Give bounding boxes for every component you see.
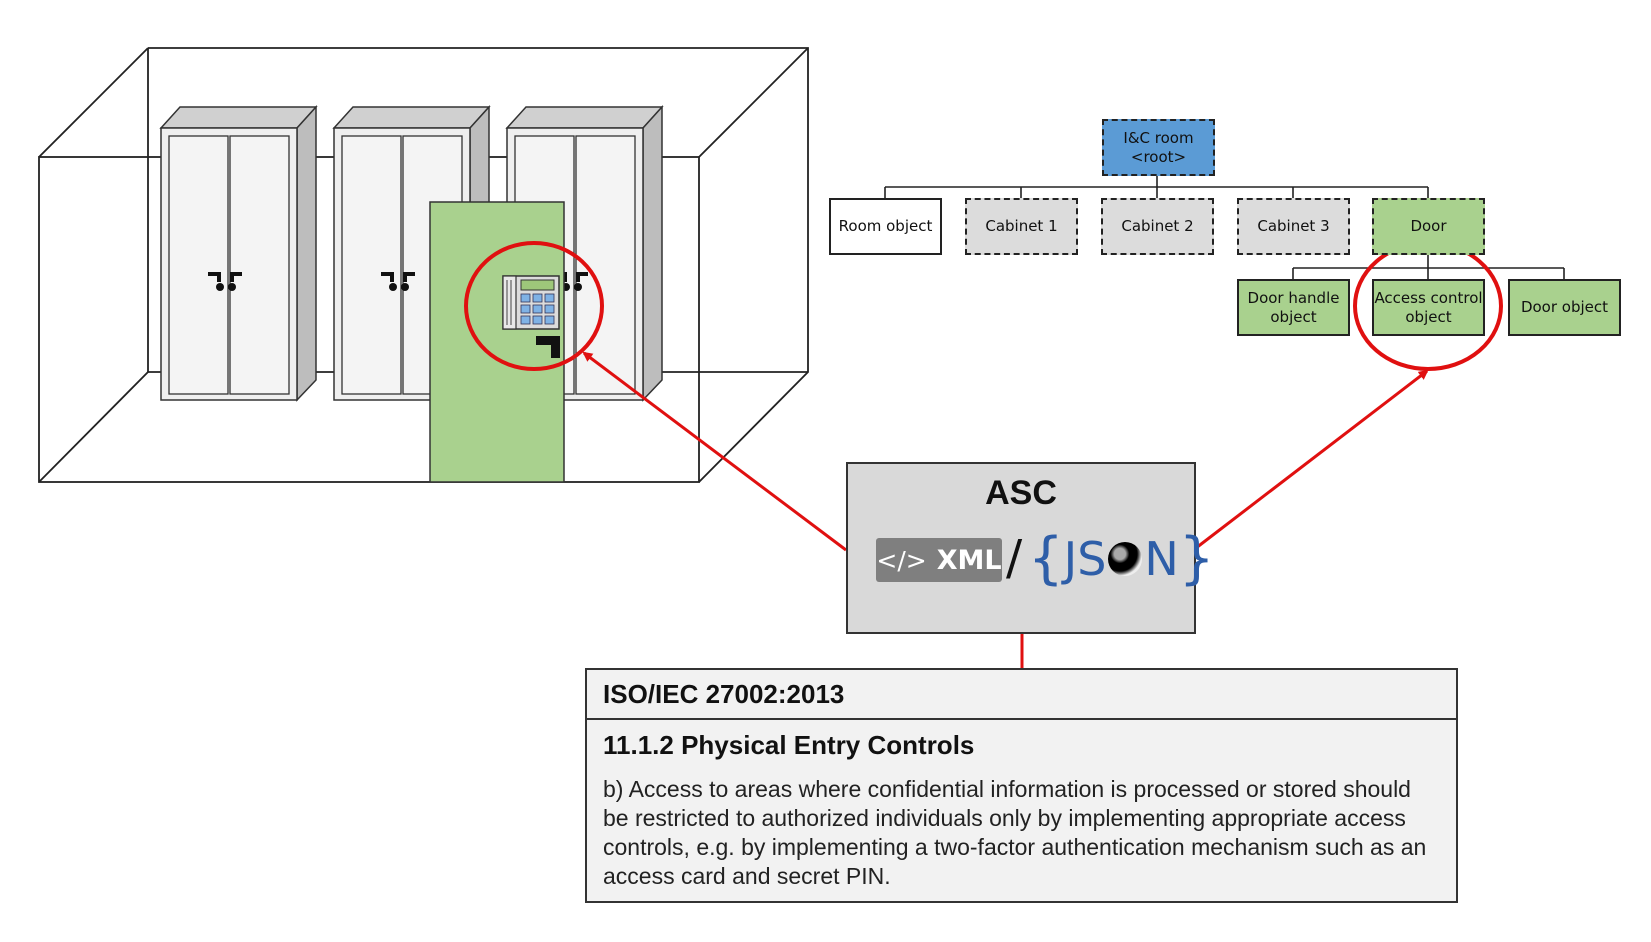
- tree-connectors: [884, 176, 1565, 279]
- tree-node-door: Door: [1372, 198, 1485, 255]
- tree-node-door-object: Door object: [1508, 279, 1621, 336]
- xml-logo: </> XML: [876, 538, 1002, 582]
- tree-node-access-control-object: Access control object: [1372, 279, 1485, 336]
- xml-label: XML: [936, 544, 1002, 576]
- asc-box: ASC </> XML / { JS N }: [846, 462, 1214, 634]
- iso-standard-title: ISO/IEC 27002:2013: [587, 670, 1456, 720]
- json-logo: { JS N }: [1028, 526, 1214, 591]
- json-text-end: N: [1144, 531, 1179, 586]
- tree-node-root: I&C room <root>: [1102, 119, 1215, 176]
- highlight-circle-keypad: [464, 241, 604, 371]
- tree-node-door-handle-object: Door handle object: [1237, 279, 1350, 336]
- arrow-to-access-control: [1195, 369, 1429, 550]
- tree-node-cabinet-1: Cabinet 1: [965, 198, 1078, 255]
- tree-node-cabinet-2: Cabinet 2: [1101, 198, 1214, 255]
- format-separator: /: [1006, 530, 1023, 586]
- keypad-icon: [502, 275, 560, 330]
- cabinet-handle-icon: [208, 272, 242, 291]
- cabinet-handle-icon: [381, 272, 415, 291]
- cabinet-1-illustration: [159, 105, 318, 402]
- json-close-brace: }: [1178, 526, 1215, 591]
- code-tag-icon: </>: [876, 545, 927, 575]
- json-o-icon: [1108, 541, 1143, 576]
- iso-clause-text: b) Access to areas where confidential in…: [603, 776, 1427, 889]
- tree-node-room-object: Room object: [829, 198, 942, 255]
- door-handle-icon: [536, 336, 560, 358]
- iso-standard-box: ISO/IEC 27002:2013 11.1.2 Physical Entry…: [585, 668, 1458, 903]
- asc-title: ASC: [985, 474, 1057, 512]
- json-open-brace: {: [1028, 526, 1064, 591]
- iso-clause-title: 11.1.2 Physical Entry Controls: [603, 730, 975, 760]
- tree-node-cabinet-3: Cabinet 3: [1237, 198, 1350, 255]
- arrow-to-keypad: [582, 351, 847, 552]
- json-text-start: JS: [1063, 531, 1107, 586]
